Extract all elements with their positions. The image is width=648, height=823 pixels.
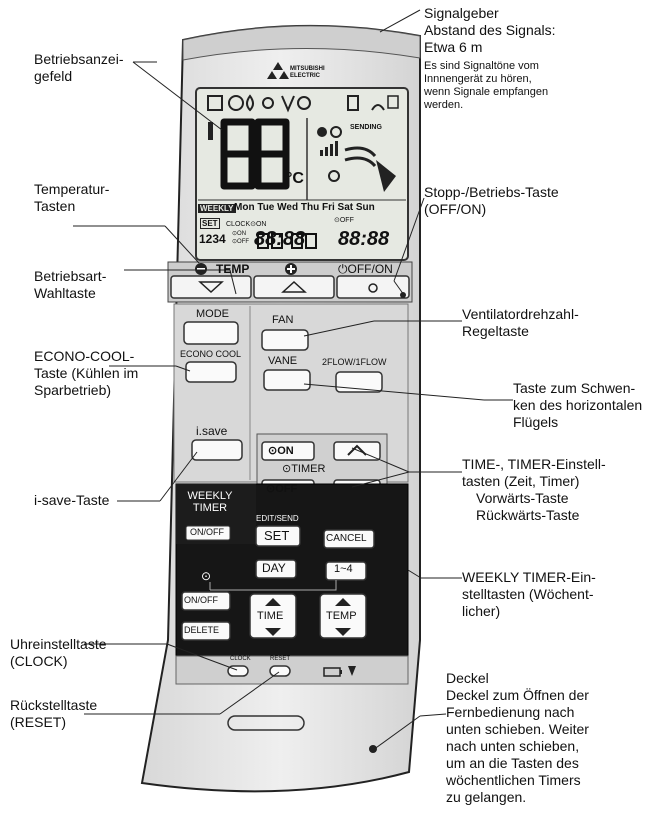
flow-button	[335, 371, 383, 393]
temp-weekly-button	[319, 593, 367, 639]
lcd-unit: °C	[286, 170, 304, 187]
display-panel-label: Betriebsanzei- gefeld	[34, 51, 124, 84]
clock-label: CLOCK	[230, 656, 251, 662]
clock-icon: ⊙	[201, 569, 212, 583]
temp-label: TEMP	[216, 262, 250, 276]
time-label: TIME	[257, 610, 284, 622]
leader-lines	[73, 9, 513, 751]
cancel-button	[323, 529, 375, 549]
signal-note: Es sind Signaltöne vom Innnengerät zu hö…	[424, 60, 549, 111]
lcd-days: Mon Tue Wed Thu Fri Sat Sun	[234, 202, 375, 213]
fan-label: FAN	[272, 314, 294, 326]
timer-on-button	[261, 441, 315, 461]
onoff-button	[181, 591, 231, 611]
reset-label: RESET	[270, 656, 291, 662]
lcd-off-small: ⊙OFF	[232, 239, 250, 245]
timer-up-button	[333, 441, 381, 461]
range-label: 1~4	[334, 563, 353, 575]
off-on-button	[336, 275, 410, 299]
lcd-time2: 88:88	[338, 228, 390, 250]
signal-transmitter-label: Signalgeber Abstand des Signals: Etwa 6 …	[424, 5, 556, 55]
cover-label: Deckel Deckel zum Öffnen der Fernbedienu…	[446, 670, 589, 805]
cancel-label: CANCEL	[326, 533, 367, 544]
day-button	[255, 559, 297, 579]
timer-title-label: ⊙TIMER	[282, 463, 326, 475]
isave-button	[191, 439, 243, 461]
timer-off-label: ⊙OFF	[266, 483, 298, 495]
lcd-on-small: ⊙ON	[232, 231, 247, 237]
mode-label: MODE	[196, 308, 229, 320]
delete-label: DELETE	[184, 625, 220, 635]
mitsubishi-logo-icon	[267, 62, 289, 79]
offon-dot	[400, 292, 406, 298]
swing-vane-label: Taste zum Schwen- ken des horizontalen F…	[513, 380, 643, 430]
lcd-weekly: WEEKLY	[198, 204, 236, 213]
cover-dot	[369, 745, 377, 753]
temp-seg-digits	[220, 118, 290, 190]
timer-on-label: ⊙ON	[268, 445, 294, 457]
econo-cool-button	[185, 361, 237, 383]
clock-key-label: Uhreinstelltaste (CLOCK)	[10, 636, 107, 669]
delete-button	[181, 621, 231, 641]
lcd-clock-on: CLOCK⊙ON	[226, 221, 267, 228]
reset-button	[269, 665, 291, 677]
day-label: DAY	[262, 561, 286, 575]
lcd-programs: 1234	[199, 232, 226, 246]
remote-top-rim	[182, 25, 421, 61]
lcd-off: ⊙OFF	[334, 217, 354, 224]
weekly-onoff-label: ON/OFF	[190, 527, 224, 537]
thermometer-icon	[208, 122, 213, 140]
isave-callout: i-save-Taste	[34, 492, 110, 508]
fan-speed-label: Ventilatordrehzahl- Regeltaste	[462, 306, 579, 339]
mode-icons	[207, 94, 385, 113]
battery-icon	[323, 666, 356, 677]
set-button	[255, 525, 301, 547]
temp-buttons-label: Temperatur- Tasten	[34, 181, 110, 214]
stop-run-label: Stopp-/Betriebs-Taste (OFF/ON)	[424, 184, 559, 217]
flow-label: 2FLOW/1FLOW	[322, 357, 387, 367]
brand-name: MITSUBISHI ELECTRIC	[290, 66, 325, 79]
econo-cool-label: ECONO COOL	[180, 349, 242, 359]
vane-label: VANE	[268, 355, 298, 367]
cover-slot	[227, 715, 305, 731]
temp-up-button	[253, 275, 335, 299]
offon-label: ⏻OFF/ON	[338, 262, 393, 276]
mode-select-label: Betriebsart- Wahltaste	[34, 268, 107, 301]
set-label: SET	[264, 528, 290, 543]
reset-key-label: Rückstelltaste (RESET)	[10, 697, 98, 730]
weekly-onoff-button	[185, 525, 231, 541]
isave-label: i.save	[196, 424, 228, 438]
timer-keys-label: TIME-, TIMER-Einstell- tasten (Zeit, Tim…	[462, 456, 606, 523]
econo-cool-callout: ECONO-COOL- Taste (Kühlen im Sparbetrieb…	[34, 348, 139, 398]
temp-weekly-label: TEMP	[326, 610, 357, 622]
lcd-time1: 88:88	[254, 228, 306, 250]
weekly-keys-label: WEEKLY TIMER-Ein- stelltasten (Wöchent- …	[462, 569, 596, 619]
lcd-sending: SENDING	[350, 124, 382, 131]
mode-button	[183, 321, 239, 345]
fan-vane-indicators	[317, 95, 399, 192]
weekly-title: WEEKLY TIMER	[187, 490, 233, 514]
time-seg-digits	[257, 233, 317, 249]
time-button	[249, 593, 297, 639]
fan-button	[261, 329, 309, 351]
range-button	[325, 561, 367, 581]
vane-button	[263, 369, 311, 391]
onoff-label: ON/OFF	[184, 595, 218, 605]
temp-down-button	[170, 275, 252, 299]
lcd-set: SET	[200, 218, 220, 229]
edit-send-label: EDIT/SEND	[256, 514, 299, 523]
